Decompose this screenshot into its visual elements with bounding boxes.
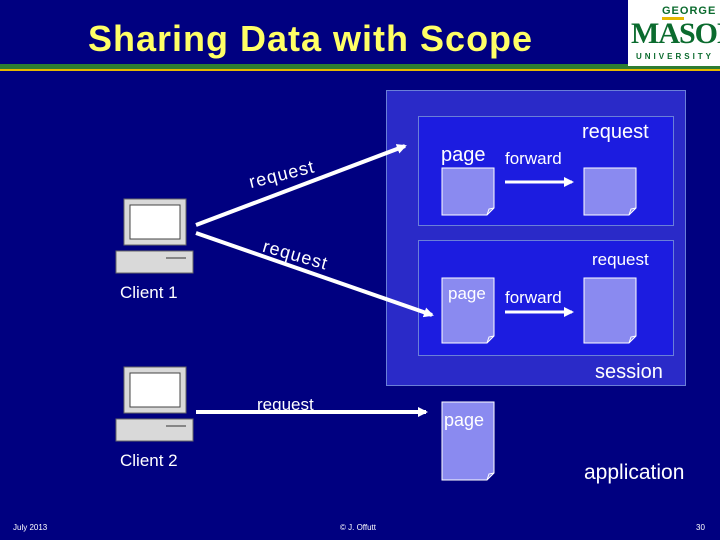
forward-label-top: forward [505, 149, 562, 168]
forward-label-middle: forward [505, 288, 562, 307]
footer-date: July 2013 [13, 523, 48, 532]
footer-author: © J. Offutt [340, 523, 376, 532]
university-logo: GEORGE MASON UNIVERSITY [628, 0, 720, 66]
page-icon-bottom-page [441, 401, 495, 481]
page-icon-middle-forward [583, 277, 637, 344]
request-arrow-middle [195, 231, 434, 318]
request-arrow-label-lower: request [257, 395, 314, 414]
request-scope-label-middle: request [592, 250, 649, 269]
logo-line-mason: MASON [631, 17, 720, 50]
page-icon-top-forward [583, 167, 637, 216]
request-arrow-upper [195, 144, 407, 227]
page-label-middle: page [448, 284, 486, 303]
computer-icon-client2 [115, 366, 194, 442]
client1-label: Client 1 [120, 283, 178, 302]
page-label-bottom: page [444, 410, 485, 430]
logo-line-university: UNIVERSITY [636, 52, 715, 61]
title-rule-green [0, 64, 720, 69]
title-rule-gold [0, 69, 720, 71]
application-scope-label: application [584, 461, 685, 484]
page-icon-middle-page [441, 277, 495, 344]
request-scope-label-top: request [582, 121, 649, 143]
session-scope-label: session [595, 361, 663, 383]
page-label-top: page [441, 144, 486, 166]
computer-icon-client1 [115, 198, 194, 274]
slide-title: Sharing Data with Scope [88, 18, 534, 59]
logo-stripe [662, 17, 684, 20]
client2-label: Client 2 [120, 451, 178, 470]
logo-line-george: GEORGE [662, 5, 717, 17]
page-icon-top-page [441, 167, 495, 216]
footer-page-number: 30 [696, 523, 705, 532]
